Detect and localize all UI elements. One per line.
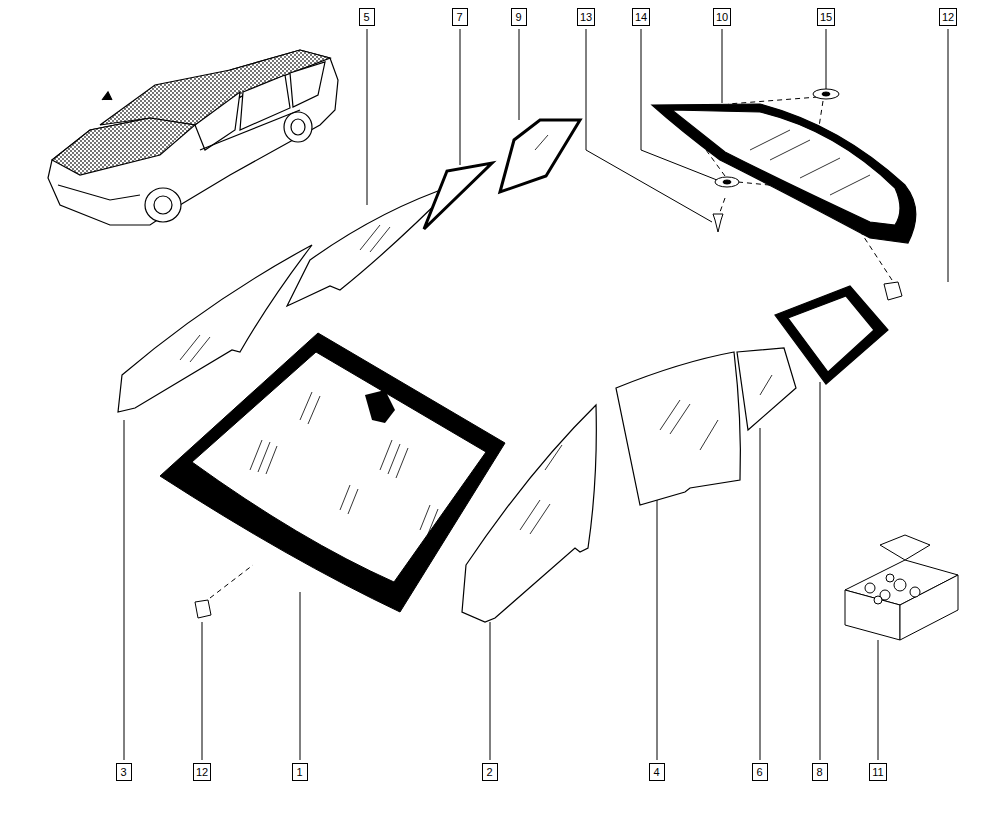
callout-number: 14: [632, 8, 650, 26]
glass-panes: [118, 104, 916, 622]
callout-number: 12: [939, 8, 957, 26]
callout-number: 9: [511, 8, 527, 26]
car-thumbnail: [48, 50, 338, 225]
callout-number: 6: [752, 763, 768, 781]
callout-number: 1: [292, 763, 308, 781]
callout-number: 13: [577, 8, 595, 26]
callout-number: 15: [817, 8, 835, 26]
callout-number: 7: [452, 8, 468, 26]
windscreen: [160, 333, 505, 612]
callout-number: 11: [869, 763, 886, 781]
callout-number: 2: [482, 763, 498, 781]
leader-lines: [124, 29, 948, 760]
callout-number: 12: [193, 763, 211, 781]
callout-number: 8: [812, 763, 828, 781]
callout-number: 5: [359, 8, 375, 26]
glass-shading: [180, 130, 870, 534]
callout-number: 3: [116, 763, 132, 781]
callout-number: 4: [649, 763, 665, 781]
small-parts: [195, 89, 958, 640]
callout-number: 10: [713, 8, 731, 26]
